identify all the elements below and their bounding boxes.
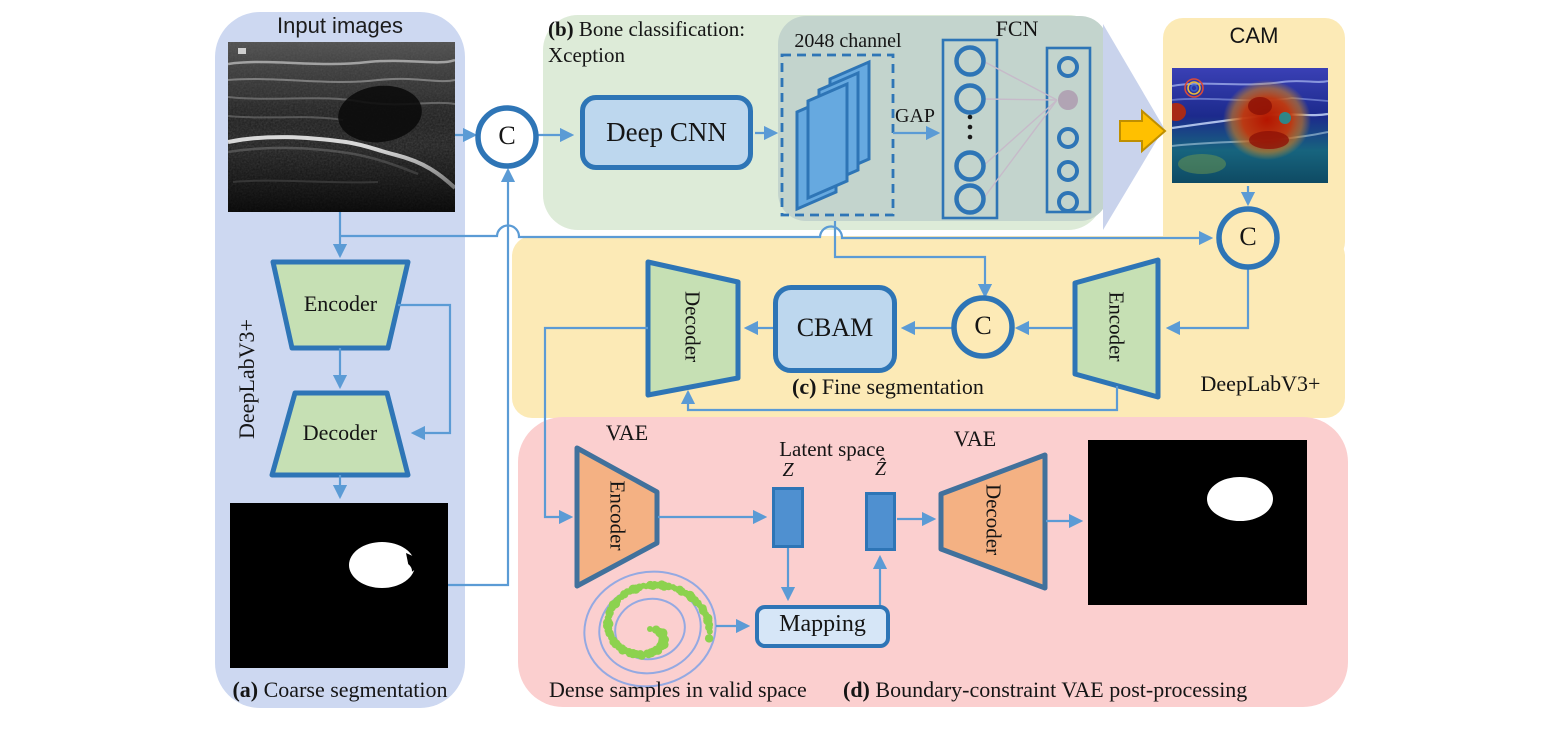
big-flow-arrow: [1103, 24, 1164, 230]
zhat-label: Ẑ: [874, 458, 887, 480]
channels-label: 2048 channel: [794, 30, 902, 52]
coarse-mask-image: [230, 503, 448, 668]
latent-zhat-rect: [865, 492, 896, 551]
decoder-a-label: Decoder: [302, 420, 378, 445]
decoder-c-label: Decoder: [680, 290, 705, 363]
orange-block-arrow: [1119, 108, 1167, 154]
caption-c: (c) Fine segmentation: [792, 374, 984, 399]
concat3-label: C: [1239, 222, 1257, 251]
mapping-label: Mapping: [779, 611, 866, 637]
deeplab-a-label: DeepLabV3+: [234, 319, 259, 439]
panel-b-label-line2: Xception: [548, 43, 625, 67]
concat2-label: C: [974, 311, 992, 340]
panel-b-label: (b) Bone classification:: [548, 17, 746, 41]
gap-label: GAP: [895, 105, 936, 127]
vae-left-label: VAE: [605, 420, 649, 445]
cbam-label: CBAM: [796, 313, 874, 342]
input-images-title: Input images: [277, 13, 403, 38]
input-ultrasound-image: [228, 42, 455, 212]
us-orientation-marker: [238, 48, 246, 54]
deep-cnn-block: [580, 95, 753, 170]
encoder-c-label: Encoder: [1104, 291, 1129, 362]
latent-space-label: Latent space: [779, 437, 885, 461]
vae-right-label: VAE: [953, 426, 997, 451]
cam-label: CAM: [1229, 23, 1279, 48]
caption-d: (d) Boundary-constraint VAE post-process…: [843, 677, 1248, 702]
refined-mask-image: [1088, 440, 1307, 605]
concat1-label: C: [498, 121, 516, 150]
dense-samples-label: Dense samples in valid space: [549, 677, 807, 702]
vae-encoder-label: Encoder: [605, 480, 630, 551]
latent-z-rect: [772, 487, 804, 548]
caption-a: (a) Coarse segmentation: [232, 677, 448, 702]
vae-decoder-label: Decoder: [981, 483, 1006, 556]
mapping-block: [755, 605, 890, 648]
deeplab-c-label: DeepLabV3+: [1200, 371, 1321, 396]
cam-heatmap-image: [1172, 68, 1328, 183]
cam-logo-swirl: [1184, 78, 1204, 98]
z-label: Z: [782, 459, 794, 481]
encoder-a-label: Encoder: [303, 291, 378, 316]
fcn-label: FCN: [995, 16, 1039, 41]
deep-cnn-label: Deep CNN: [606, 117, 727, 147]
